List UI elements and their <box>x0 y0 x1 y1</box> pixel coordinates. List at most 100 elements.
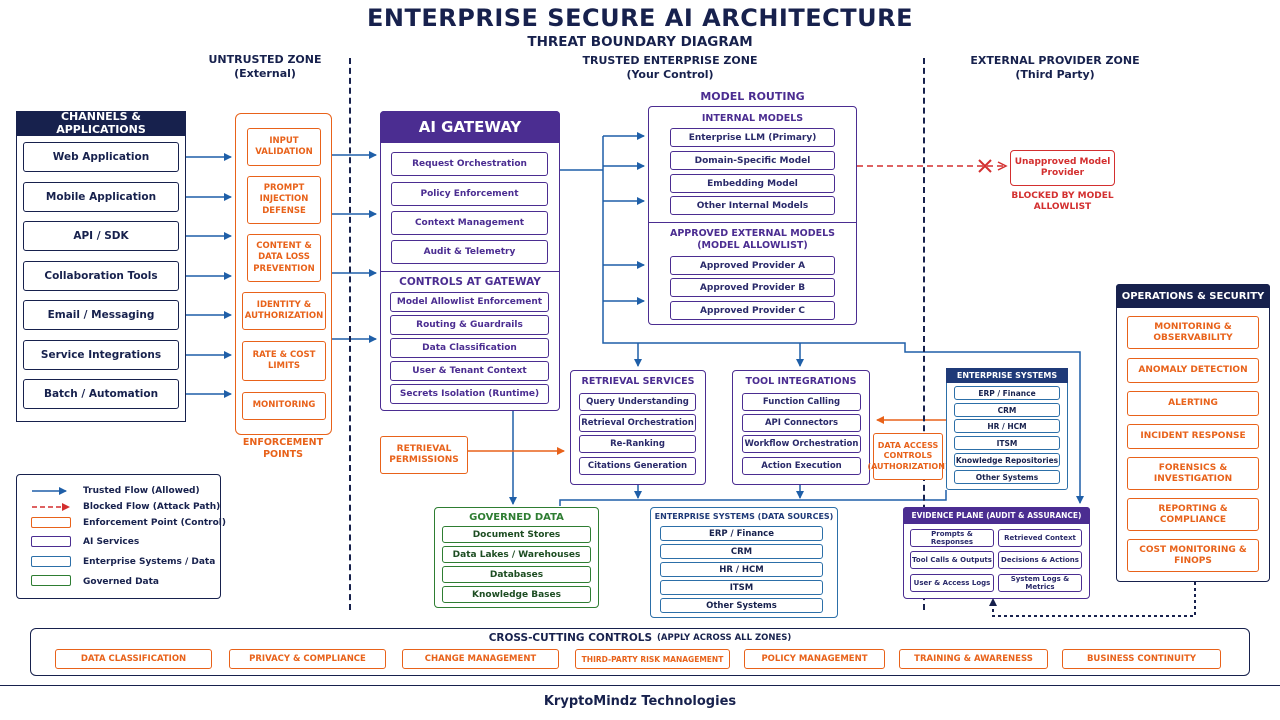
gateway-item: Context Management <box>391 211 548 235</box>
legend-swatch-governed <box>31 575 71 586</box>
model-routing-panel <box>648 106 857 325</box>
model-routing-heading: MODEL ROUTING <box>700 90 805 103</box>
legend-swatch-enterprise <box>31 556 71 567</box>
flow-line <box>602 136 1081 502</box>
enterprise-system-item: ITSM <box>954 436 1060 450</box>
gateway-divider <box>380 271 560 272</box>
channels-panel <box>16 135 186 422</box>
cross-cutting-panel <box>30 628 1250 676</box>
blocked-arrowhead <box>997 161 1008 171</box>
external-models-title: APPROVED EXTERNAL MODELS <box>669 228 835 239</box>
legend-swatch-enforcement <box>31 517 71 528</box>
external-models-sub: (MODEL ALLOWLIST) <box>697 240 808 251</box>
enforcement-item: IDENTITY & AUTHORIZATION <box>242 292 326 330</box>
tool-item: Workflow Orchestration <box>742 435 861 453</box>
zone-trusted: TRUSTED ENTERPRISE ZONE (Your Control) <box>560 54 780 82</box>
channel-item: Service Integrations <box>23 340 179 370</box>
legend-blocked-arrowhead <box>62 503 70 511</box>
blocked-label: BLOCKED BY MODEL ALLOWLIST <box>1011 191 1114 212</box>
operations-heading: OPERATIONS & SECURITY <box>1116 284 1270 308</box>
zone-external: EXTERNAL PROVIDER ZONE (Third Party) <box>960 54 1150 82</box>
external-model-item: Approved Provider C <box>670 301 835 320</box>
enterprise-systems-heading: ENTERPRISE SYSTEMS <box>946 368 1068 383</box>
zone-untrusted-name: UNTRUSTED ZONE <box>208 53 322 66</box>
tool-item: Function Calling <box>742 393 861 411</box>
data-source-item: Other Systems <box>660 598 823 613</box>
ops-dotted-link <box>992 582 1196 617</box>
trust-boundary-left <box>349 58 351 610</box>
zone-untrusted: UNTRUSTED ZONE (External) <box>200 53 330 81</box>
enterprise-system-item: Other Systems <box>954 470 1060 484</box>
cross-cutting-item: POLICY MANAGEMENT <box>744 649 885 669</box>
evidence-item: Tool Calls & Outputs <box>910 551 994 569</box>
page-title: ENTERPRISE SECURE AI ARCHITECTURE <box>367 4 913 32</box>
gateway-control: Model Allowlist Enforcement <box>390 292 549 312</box>
evidence-item: User & Access Logs <box>910 574 994 592</box>
cross-cutting-item: CHANGE MANAGEMENT <box>402 649 559 669</box>
tools-panel <box>732 370 870 485</box>
cross-cutting-item: THIRD-PARTY RISK MANAGEMENT <box>575 649 730 669</box>
data-source-item: ITSM <box>660 580 823 595</box>
gateway-item: Policy Enforcement <box>391 182 548 206</box>
channel-item: Web Application <box>23 142 179 172</box>
channel-item: Email / Messaging <box>23 300 179 330</box>
legend <box>16 474 221 599</box>
enforcement-panel <box>235 113 332 435</box>
gateway-control: User & Tenant Context <box>390 361 549 381</box>
enterprise-system-item: Knowledge Repositories <box>954 453 1060 467</box>
governed-data-item: Data Lakes / Warehouses <box>442 546 591 563</box>
gateway-control: Secrets Isolation (Runtime) <box>390 384 549 404</box>
internal-model-item: Domain-Specific Model <box>670 151 835 170</box>
governed-data-heading: GOVERNED DATA <box>469 511 564 523</box>
ops-arrowhead <box>989 598 997 606</box>
trust-boundary-right <box>923 58 925 610</box>
evidence-item: Prompts & Responses <box>910 529 994 547</box>
retrieval-item: Re-Ranking <box>579 435 696 453</box>
cross-cutting-sub: (APPLY ACROSS ALL ZONES) <box>657 633 792 643</box>
operations-item: COST MONITORING & FINOPS <box>1127 539 1259 572</box>
legend-label: Blocked Flow (Attack Path) <box>83 502 221 512</box>
governed-data-item: Knowledge Bases <box>442 586 591 603</box>
enforcement-item: CONTENT & DATA LOSS PREVENTION <box>247 234 321 282</box>
cross-cutting-heading-row: CROSS-CUTTING CONTROLS (APPLY ACROSS ALL… <box>30 631 1250 645</box>
governed-data-item: Databases <box>442 566 591 583</box>
data-sources-heading: ENTERPRISE SYSTEMS (DATA SOURCES) <box>654 512 834 521</box>
channels-heading: CHANNELS & APPLICATIONS <box>16 110 186 136</box>
enterprise-system-item: HR / HCM <box>954 419 1060 433</box>
external-model-item: Approved Provider A <box>670 256 835 275</box>
internal-models-heading: INTERNAL MODELS <box>701 112 804 124</box>
unapproved-provider: Unapproved Model Provider <box>1010 150 1115 186</box>
retrieval-item: Retrieval Orchestration <box>579 414 696 432</box>
operations-item: INCIDENT RESPONSE <box>1127 424 1259 449</box>
flow-line <box>559 490 947 506</box>
zone-trusted-name: TRUSTED ENTERPRISE ZONE <box>582 54 758 67</box>
gateway-control: Data Classification <box>390 338 549 358</box>
evidence-heading: EVIDENCE PLANE (AUDIT & ASSURANCE) <box>903 507 1090 524</box>
operations-item: MONITORING & OBSERVABILITY <box>1127 316 1259 349</box>
retrieval-heading: RETRIEVAL SERVICES <box>581 375 695 387</box>
cross-cutting-heading: CROSS-CUTTING CONTROLS <box>488 632 653 644</box>
gateway-item: Request Orchestration <box>391 152 548 176</box>
internal-model-item: Enterprise LLM (Primary) <box>670 128 835 147</box>
cross-cutting-item: TRAINING & AWARENESS <box>899 649 1048 669</box>
governed-data-item: Document Stores <box>442 526 591 543</box>
legend-label: AI Services <box>83 537 140 547</box>
gateway-item: Audit & Telemetry <box>391 240 548 264</box>
enterprise-system-item: ERP / Finance <box>954 386 1060 400</box>
operations-item: FORENSICS & INVESTIGATION <box>1127 457 1259 490</box>
tool-item: API Connectors <box>742 414 861 432</box>
retrieval-item: Citations Generation <box>579 457 696 475</box>
tools-heading: TOOL INTEGRATIONS <box>745 375 857 387</box>
operations-item: REPORTING & COMPLIANCE <box>1127 498 1259 531</box>
operations-item: ANOMALY DETECTION <box>1127 358 1259 383</box>
gateway-control: Routing & Guardrails <box>390 315 549 335</box>
retrieval-permissions: RETRIEVAL PERMISSIONS <box>380 436 468 474</box>
evidence-item: System Logs & Metrics <box>998 574 1082 592</box>
legend-swatch-ai <box>31 536 71 547</box>
zone-untrusted-sub: (External) <box>234 67 296 80</box>
evidence-item: Retrieved Context <box>998 529 1082 547</box>
channel-item: Mobile Application <box>23 182 179 212</box>
channel-item: Collaboration Tools <box>23 261 179 291</box>
zone-trusted-sub: (Your Control) <box>626 68 714 81</box>
